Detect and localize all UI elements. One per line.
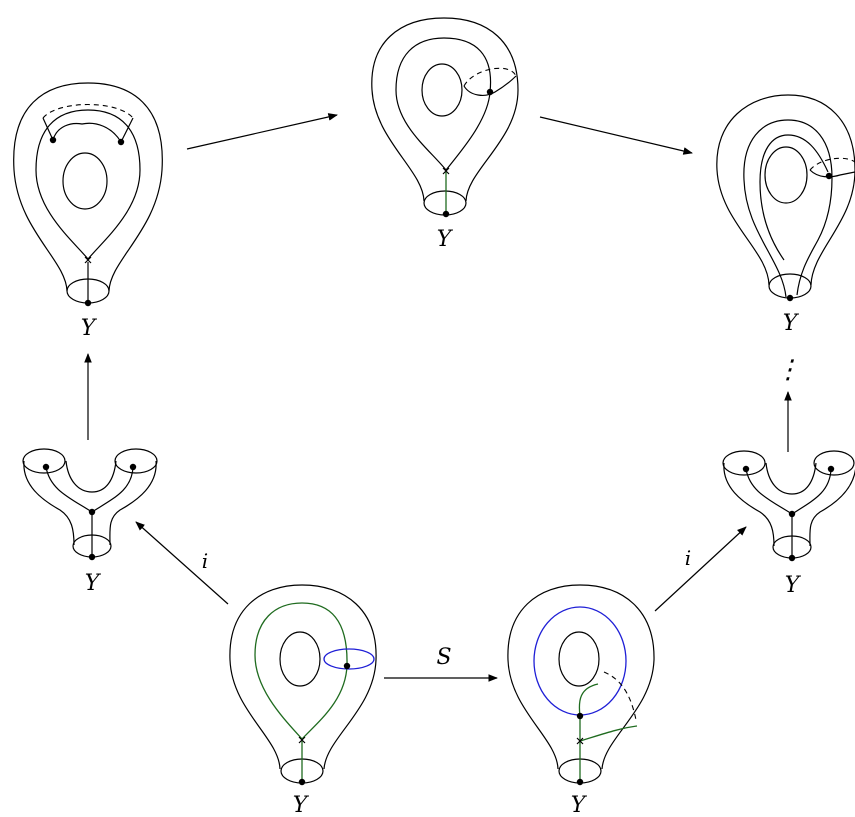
leg-point-left	[42, 463, 50, 471]
handle-arc	[52, 122, 122, 143]
green-dashed-back	[603, 671, 637, 721]
arrow-i-right-label: i	[685, 546, 691, 570]
outer-boundary	[13, 82, 163, 292]
green-loop	[254, 602, 348, 740]
intersection-point	[576, 712, 584, 720]
meridian-back	[809, 157, 855, 171]
intersection-point	[343, 662, 351, 670]
x-mark	[84, 256, 92, 264]
base-point	[298, 778, 306, 786]
boundary-circle	[768, 273, 812, 299]
pants-middle-left: Y	[22, 448, 158, 596]
spiral-inner	[743, 119, 833, 298]
surface-top-left: Y	[13, 82, 163, 341]
blue-meridian	[323, 648, 375, 670]
base-point	[786, 294, 794, 302]
outer-boundary	[716, 94, 855, 286]
hole	[62, 152, 108, 210]
boundary-label-y: Y	[571, 793, 588, 817]
x-mark	[576, 737, 584, 745]
hole	[279, 631, 321, 687]
base-point	[442, 210, 450, 218]
handle-right-edge	[120, 117, 134, 143]
pants-middle-right: Y	[722, 450, 855, 598]
arrows	[84, 113, 792, 682]
leg-point-left	[742, 465, 750, 473]
hole	[558, 631, 600, 687]
arrow-i-left	[135, 521, 229, 605]
arrow-top-right	[539, 116, 693, 155]
handle-dashed-back	[42, 104, 134, 119]
saddle-point-left	[49, 136, 57, 144]
green-arc	[578, 683, 638, 742]
boundary-label-y: Y	[85, 571, 102, 596]
leg-point-right	[129, 463, 137, 471]
boundary-label-y: Y	[437, 227, 454, 252]
handle-left-edge	[42, 117, 54, 141]
outer-boundary	[229, 584, 377, 770]
leg-point-right	[827, 465, 835, 473]
vertex-point	[788, 510, 796, 518]
base-point	[84, 299, 92, 307]
boundary-label-y: Y	[785, 573, 802, 598]
arrow-s-label: S	[436, 645, 451, 670]
x-mark	[442, 167, 450, 175]
boundary-label-y: Y	[293, 793, 310, 817]
inner-curve	[395, 37, 492, 171]
cuff-left	[22, 448, 66, 474]
saddle-point	[486, 88, 494, 96]
base-point	[576, 778, 584, 786]
surface-bottom-center: Y	[229, 584, 377, 817]
meridian-back	[463, 67, 517, 87]
vertex-point	[88, 508, 96, 516]
cuff-left	[722, 450, 766, 476]
base-point	[788, 554, 796, 562]
surface-bottom-right: Y	[507, 584, 655, 817]
surface-top-right: Y	[716, 94, 855, 336]
cuff-right	[114, 448, 158, 474]
saddle-point	[825, 172, 833, 180]
cuff-right	[813, 450, 855, 476]
arrow-i-left-label: i	[202, 549, 208, 573]
boundary-label-y: Y	[81, 316, 98, 341]
pants-outline	[23, 460, 157, 546]
hole	[764, 146, 808, 204]
boundary-label-y: Y	[783, 311, 800, 336]
arrow-i-right	[654, 526, 747, 612]
surface-top-center: Y	[371, 17, 519, 252]
inner-curve	[35, 109, 141, 260]
hole	[421, 63, 463, 117]
arrow-top-left	[186, 113, 338, 150]
x-mark	[298, 736, 306, 744]
spiral-outer	[759, 134, 829, 261]
vdots-label: ⋮	[775, 355, 801, 385]
saddle-point-right	[117, 138, 125, 146]
outer-boundary	[507, 584, 655, 770]
meridian-front	[463, 75, 517, 96]
base-point	[88, 553, 96, 561]
pants-outline	[723, 462, 855, 547]
outer-boundary	[371, 17, 519, 202]
